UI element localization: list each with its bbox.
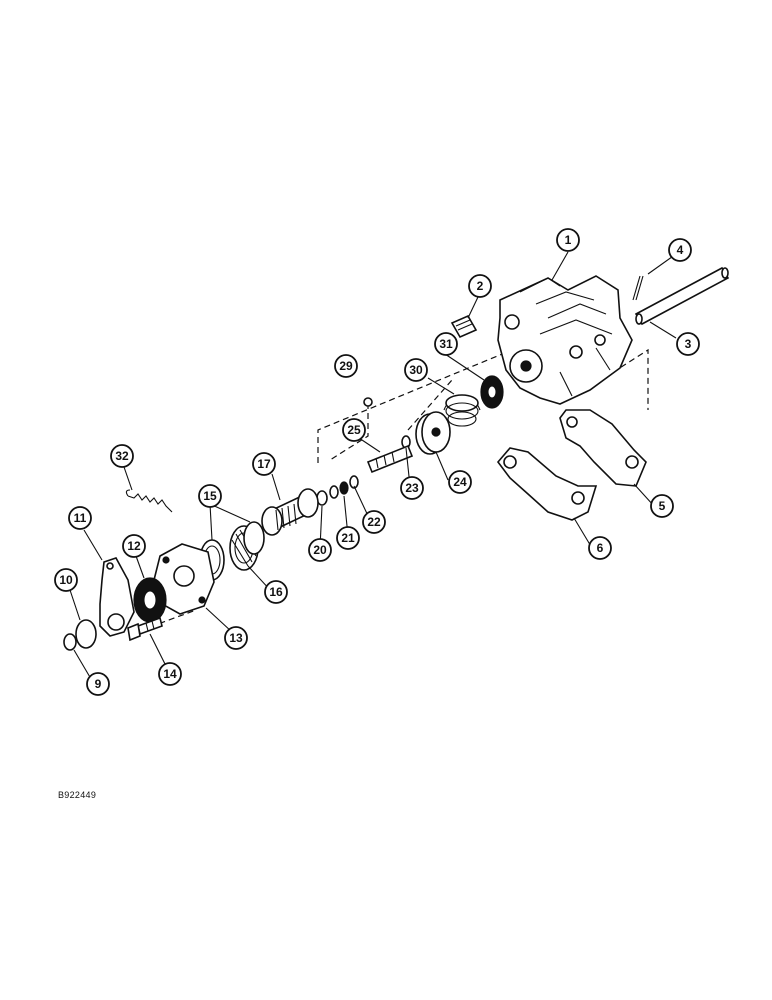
rings-20-22 — [316, 475, 359, 506]
gear-plate-24 — [415, 411, 451, 455]
callout-5: 5 — [650, 494, 674, 518]
callout-22: 22 — [362, 510, 386, 534]
figure-reference-id: B922449 — [58, 790, 97, 800]
svg-text:2: 2 — [477, 279, 484, 293]
callout-21: 21 — [336, 526, 360, 550]
callout-25: 25 — [342, 418, 366, 442]
svg-text:22: 22 — [367, 515, 381, 529]
callout-1: 1 — [556, 228, 580, 252]
svg-text:32: 32 — [115, 449, 129, 463]
svg-text:13: 13 — [229, 631, 243, 645]
callout-13: 13 — [224, 626, 248, 650]
callout-10: 10 — [54, 568, 78, 592]
callout-29: 29 — [334, 354, 358, 378]
mounting-bracket-lower — [496, 447, 598, 521]
svg-text:16: 16 — [269, 585, 283, 599]
snap-ring-10 — [75, 619, 97, 649]
seal-12 — [133, 577, 167, 623]
assembly-guide-lines — [109, 348, 649, 628]
callout-17: 17 — [252, 452, 276, 476]
callout-12: 12 — [122, 534, 146, 558]
shaft-25 — [366, 444, 414, 474]
svg-text:10: 10 — [59, 573, 73, 587]
callout-9: 9 — [86, 672, 110, 696]
spring-32 — [125, 489, 173, 513]
seal-31 — [480, 375, 504, 409]
svg-text:12: 12 — [127, 539, 141, 553]
flange-13 — [153, 543, 215, 615]
svg-text:6: 6 — [597, 541, 604, 555]
callout-20: 20 — [308, 538, 332, 562]
pivot-pin — [634, 266, 730, 326]
svg-text:25: 25 — [347, 423, 361, 437]
svg-text:21: 21 — [341, 531, 355, 545]
callout-23: 23 — [400, 476, 424, 500]
cotter-pin — [632, 275, 644, 301]
svg-text:24: 24 — [453, 475, 467, 489]
bolt-14 — [127, 616, 163, 642]
svg-text:4: 4 — [677, 243, 684, 257]
callout-16: 16 — [264, 580, 288, 604]
callout-3: 3 — [676, 332, 700, 356]
svg-text:14: 14 — [163, 667, 177, 681]
svg-text:17: 17 — [257, 457, 271, 471]
svg-text:31: 31 — [439, 337, 453, 351]
lever-arm-11 — [99, 557, 135, 637]
svg-text:23: 23 — [405, 481, 419, 495]
svg-text:1: 1 — [565, 233, 572, 247]
fitting — [450, 314, 478, 339]
gear-17 — [261, 488, 319, 536]
callout-32: 32 — [110, 444, 134, 468]
svg-text:11: 11 — [74, 511, 87, 525]
callout-11: 11 — [68, 506, 92, 530]
spring-30 — [443, 394, 481, 427]
washer-9 — [63, 633, 77, 651]
callout-24: 24 — [448, 470, 472, 494]
callout-2: 2 — [468, 274, 492, 298]
svg-text:5: 5 — [659, 499, 666, 513]
svg-text:29: 29 — [339, 359, 353, 373]
callout-30: 30 — [404, 358, 428, 382]
svg-text:9: 9 — [95, 677, 102, 691]
svg-text:15: 15 — [203, 489, 217, 503]
ball-29 — [363, 397, 373, 407]
callout-15: 15 — [198, 484, 222, 508]
callout-6: 6 — [588, 536, 612, 560]
callout-4: 4 — [668, 238, 692, 262]
mounting-bracket-upper — [559, 409, 647, 487]
svg-text:30: 30 — [409, 363, 423, 377]
callout-14: 14 — [158, 662, 182, 686]
svg-text:20: 20 — [313, 543, 327, 557]
pump-housing — [497, 275, 633, 405]
svg-text:3: 3 — [685, 337, 692, 351]
callout-31: 31 — [434, 332, 458, 356]
